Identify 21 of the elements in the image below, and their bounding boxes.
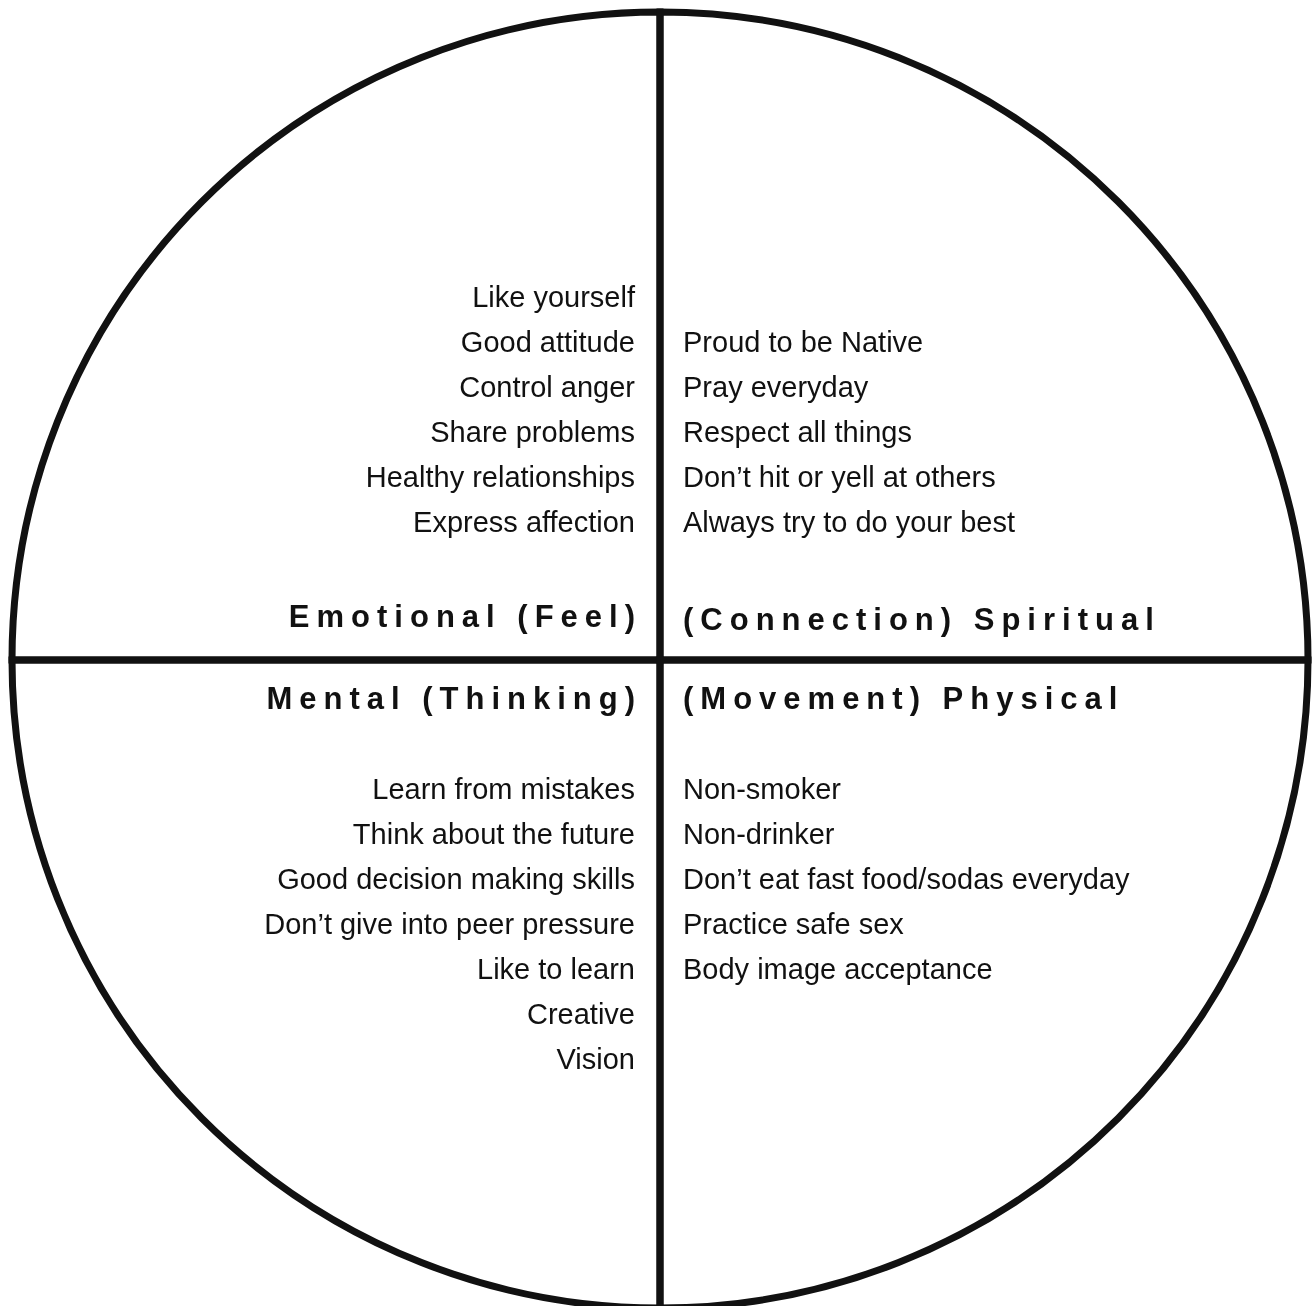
list-item: Non-drinker [683, 817, 835, 851]
list-item: Healthy relationships [365, 460, 635, 494]
list-item: Vision [556, 1042, 635, 1076]
list-item: Don’t give into peer pressure [264, 907, 635, 941]
list-item: Practice safe sex [683, 907, 904, 941]
list-item: Don’t eat fast food/sodas everyday [683, 862, 1130, 896]
list-item: Learn from mistakes [372, 772, 635, 806]
list-item: Like to learn [477, 952, 635, 986]
list-item: Share problems [430, 415, 635, 449]
list-item: Creative [527, 997, 635, 1031]
list-item: Like yourself [472, 280, 635, 314]
list-item: Think about the future [352, 817, 635, 851]
list-item: Body image acceptance [683, 952, 993, 986]
list-item: Non-smoker [683, 772, 841, 806]
list-item: Control anger [459, 370, 635, 404]
quadrant-heading: Mental (Thinking) [266, 682, 642, 716]
list-item: Express affection [413, 505, 635, 539]
list-item: Good decision making skills [277, 862, 635, 896]
quadrant-heading: Emotional (Feel) [288, 600, 642, 634]
quadrant-heading: (Movement) Physical [683, 682, 1125, 716]
list-item: Good attitude [460, 325, 635, 359]
